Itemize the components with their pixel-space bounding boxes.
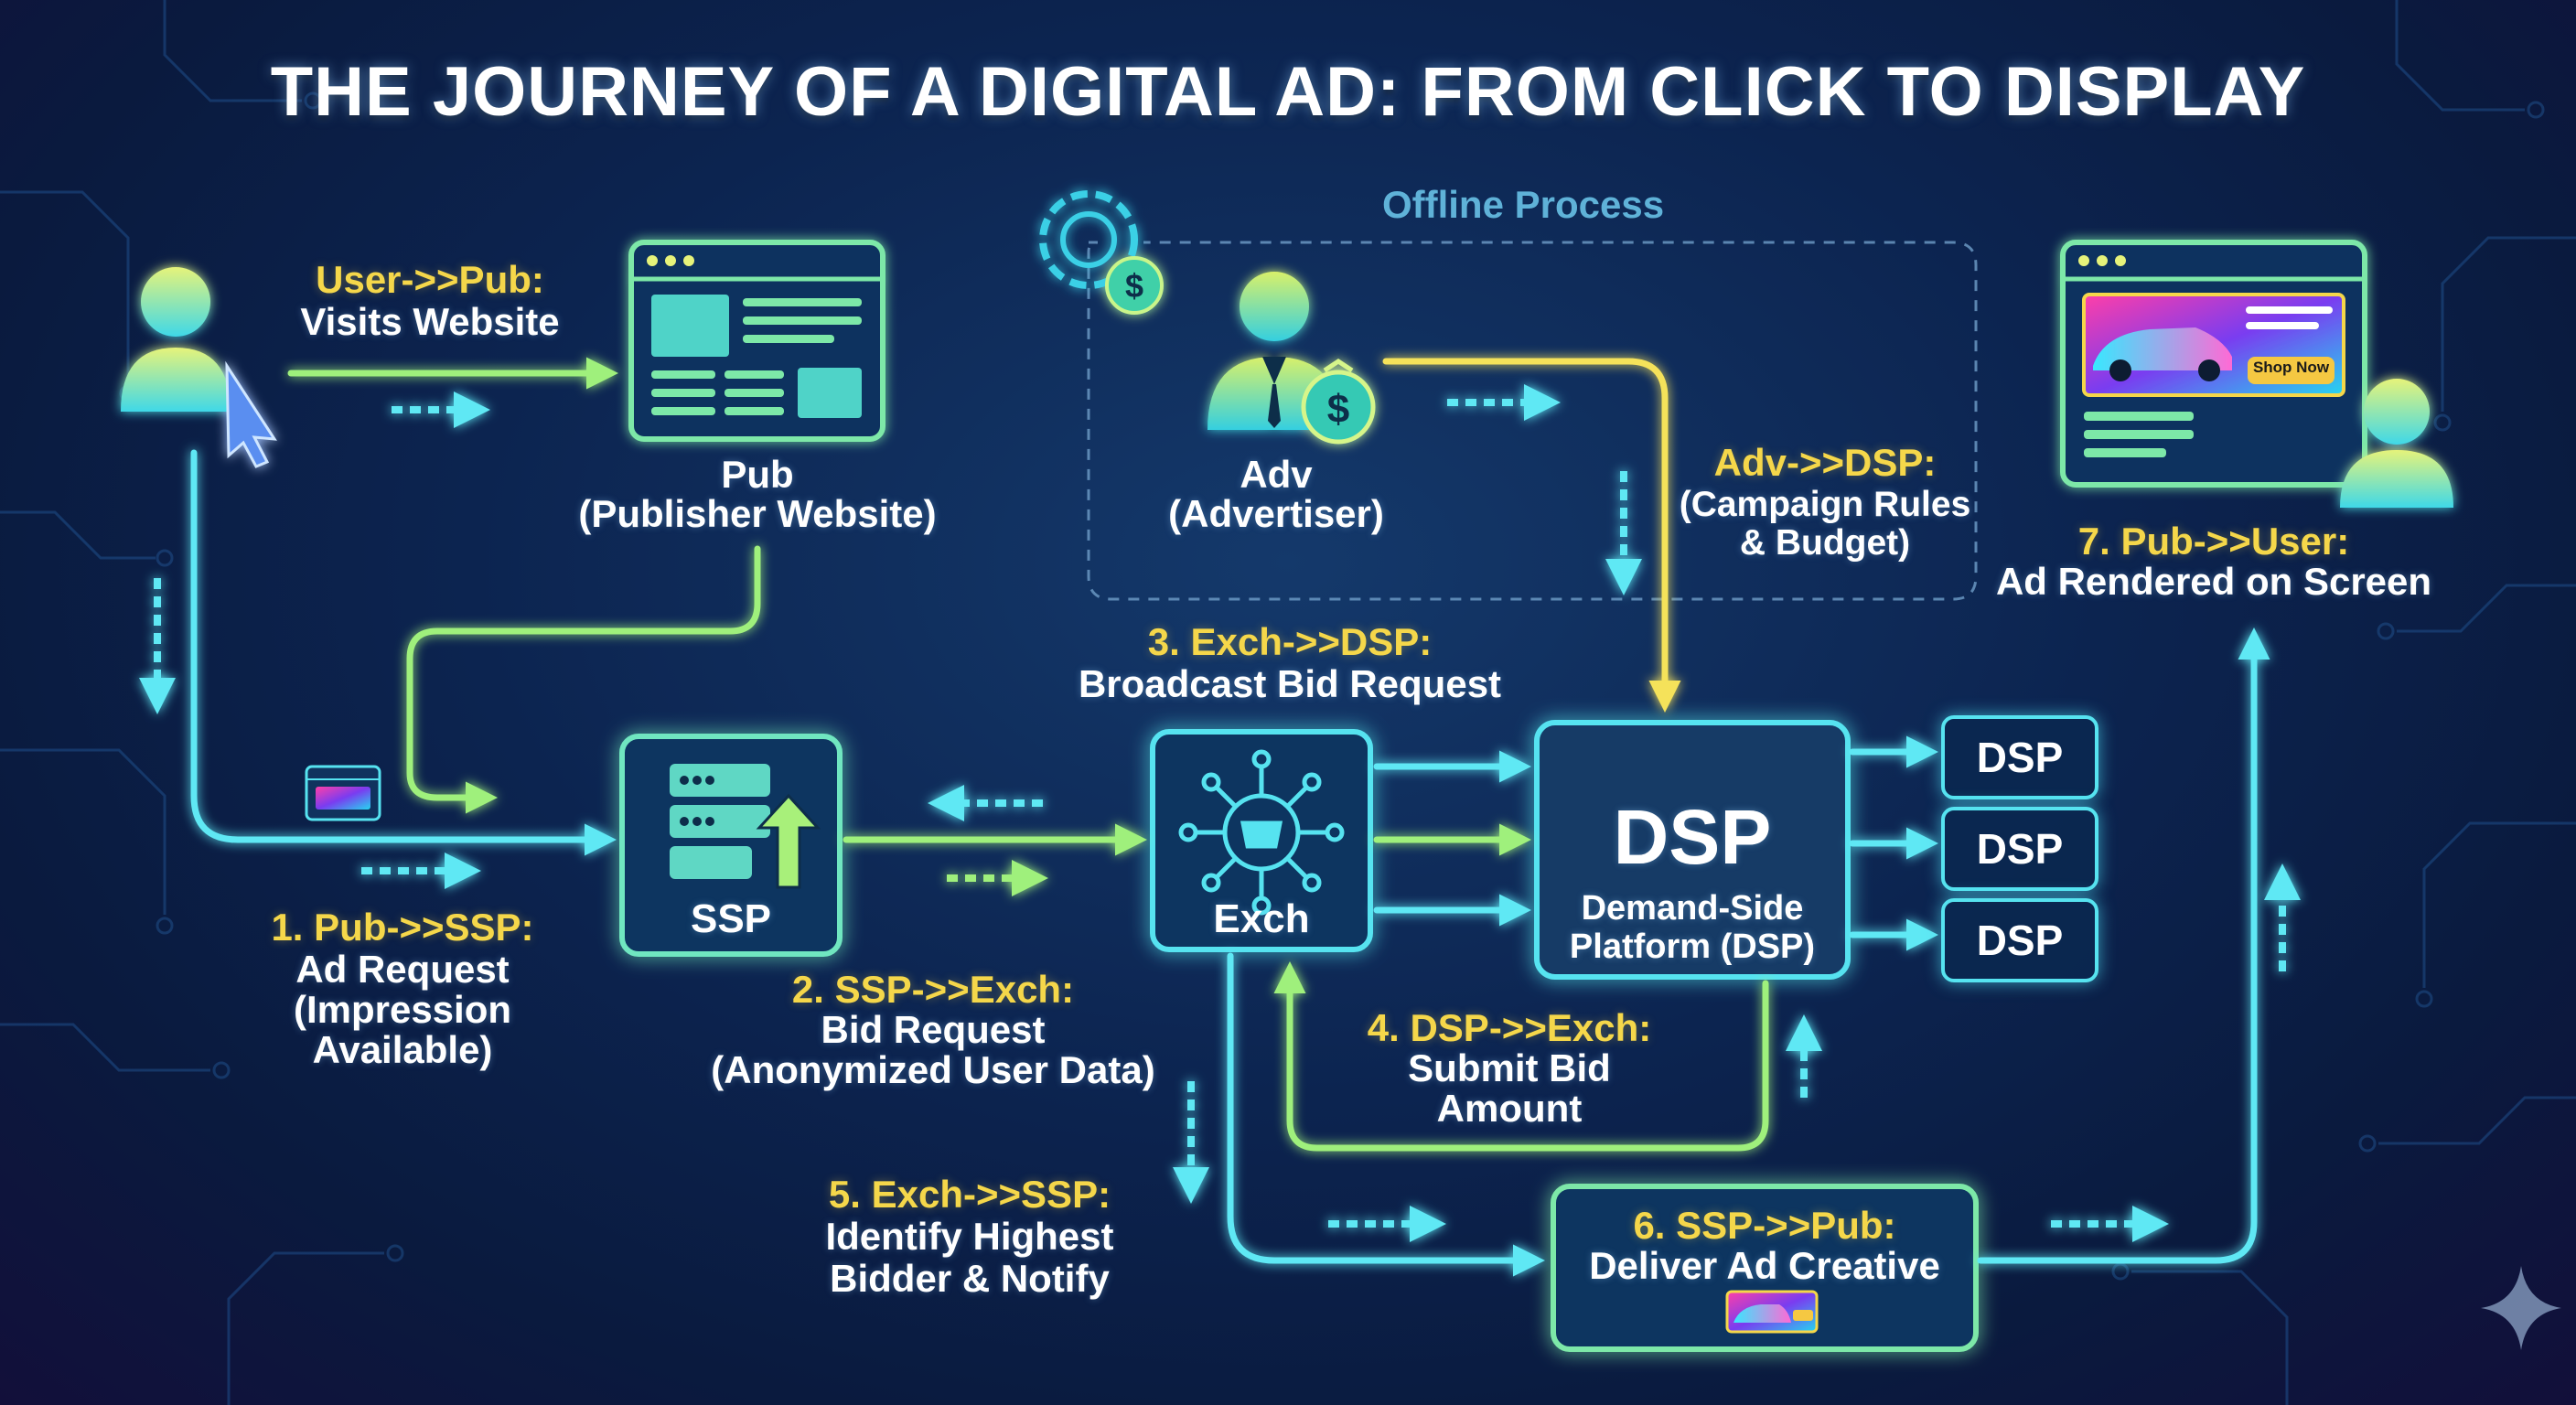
flow-exch-to-deliver bbox=[1227, 952, 1545, 1277]
impression-browser-icon bbox=[305, 765, 381, 821]
step-5-head: 5. Exch->>SSP: bbox=[828, 1173, 1111, 1216]
step-adv-dsp-head: Adv->>DSP: bbox=[1713, 441, 1937, 484]
step-6-body: Deliver Ad Creative bbox=[1589, 1244, 1940, 1287]
svg-text:$: $ bbox=[1327, 387, 1349, 432]
flow-dsp-to-exch-bid bbox=[1273, 961, 1769, 1152]
step-5-body-1: Identify Highest bbox=[825, 1215, 1114, 1258]
advertiser-icon: $ bbox=[1208, 272, 1376, 445]
ssp-node[interactable] bbox=[619, 734, 843, 957]
shop-now-button[interactable]: Shop Now bbox=[2252, 359, 2330, 376]
page-title: THE JOURNEY OF A DIGITAL AD: FROM CLICK … bbox=[270, 53, 2306, 131]
exchange-node[interactable] bbox=[1150, 729, 1373, 952]
server-upload-icon bbox=[670, 764, 821, 889]
step-adv-dsp-body-2: & Budget) bbox=[1739, 523, 1911, 563]
viewer-user-icon bbox=[2340, 379, 2453, 508]
dsp-main-label: DSP bbox=[1613, 794, 1772, 880]
step-2-body-1: Bid Request bbox=[821, 1008, 1046, 1051]
step-2-body-2: (Anonymized User Data) bbox=[711, 1048, 1155, 1091]
marketplace-hub-icon bbox=[1178, 749, 1345, 916]
step-1-body-2: (Impression bbox=[293, 988, 512, 1031]
offline-process-region bbox=[1087, 241, 1978, 601]
step-1-body-3: Available) bbox=[312, 1028, 493, 1071]
step-4-body-2: Amount bbox=[1436, 1087, 1583, 1130]
dsp-desc-1: Demand-Side bbox=[1581, 889, 1804, 928]
step-user-pub-head: User->>Pub: bbox=[316, 258, 544, 301]
ssp-label: SSP bbox=[690, 896, 772, 941]
step-6-head: 6. SSP->>Pub: bbox=[1633, 1204, 1896, 1247]
dsp-main-node[interactable] bbox=[1534, 720, 1851, 980]
deliver-creative-node[interactable] bbox=[1551, 1184, 1979, 1352]
step-5-body-2: Bidder & Notify bbox=[830, 1257, 1110, 1300]
ad-creative-thumbnail-icon bbox=[1725, 1290, 1819, 1334]
user-icon bbox=[121, 267, 277, 468]
step-4-body-1: Submit Bid bbox=[1408, 1046, 1611, 1089]
dsp-target-2[interactable]: DSP bbox=[1941, 807, 2098, 891]
publisher-website-icon bbox=[628, 240, 886, 442]
step-4-head: 4. DSP->>Exch: bbox=[1367, 1006, 1652, 1049]
dsp-target-1[interactable]: DSP bbox=[1941, 715, 2098, 799]
step-1-head: 1. Pub->>SSP: bbox=[271, 906, 534, 949]
step-3-head: 3. Exch->>DSP: bbox=[1147, 620, 1433, 663]
svg-text:$: $ bbox=[1125, 267, 1143, 305]
ad-rendered-browser-icon bbox=[2060, 240, 2367, 488]
pub-name: Pub bbox=[721, 453, 794, 496]
dsp-target-3[interactable]: DSP bbox=[1941, 898, 2098, 982]
flow-pub-to-ssp bbox=[406, 545, 761, 814]
step-adv-dsp-body-1: (Campaign Rules bbox=[1679, 485, 1971, 524]
step-3-body: Broadcast Bid Request bbox=[1078, 662, 1502, 705]
flow-adv-to-dsp bbox=[1382, 358, 1681, 713]
gear-dollar-icon: $ bbox=[1039, 190, 1164, 315]
step-user-pub-body: Visits Website bbox=[300, 300, 560, 343]
flow-deliver-to-user bbox=[1977, 627, 2270, 1264]
step-7-head: 7. Pub->>User: bbox=[2077, 520, 2350, 563]
adv-name: Adv bbox=[1240, 453, 1313, 496]
adv-desc: (Advertiser) bbox=[1168, 492, 1384, 535]
exch-label: Exch bbox=[1213, 896, 1310, 941]
sparkle-icon bbox=[2481, 1266, 2561, 1350]
pub-desc: (Publisher Website) bbox=[578, 492, 937, 535]
step-7-body: Ad Rendered on Screen bbox=[1995, 560, 2432, 603]
dsp-desc-2: Platform (DSP) bbox=[1569, 928, 1816, 966]
step-1-body-1: Ad Request bbox=[295, 948, 510, 991]
offline-process-label: Offline Process bbox=[1381, 183, 1665, 226]
step-2-head: 2. SSP->>Exch: bbox=[791, 968, 1075, 1011]
flow-user-to-ssp bbox=[190, 449, 617, 856]
